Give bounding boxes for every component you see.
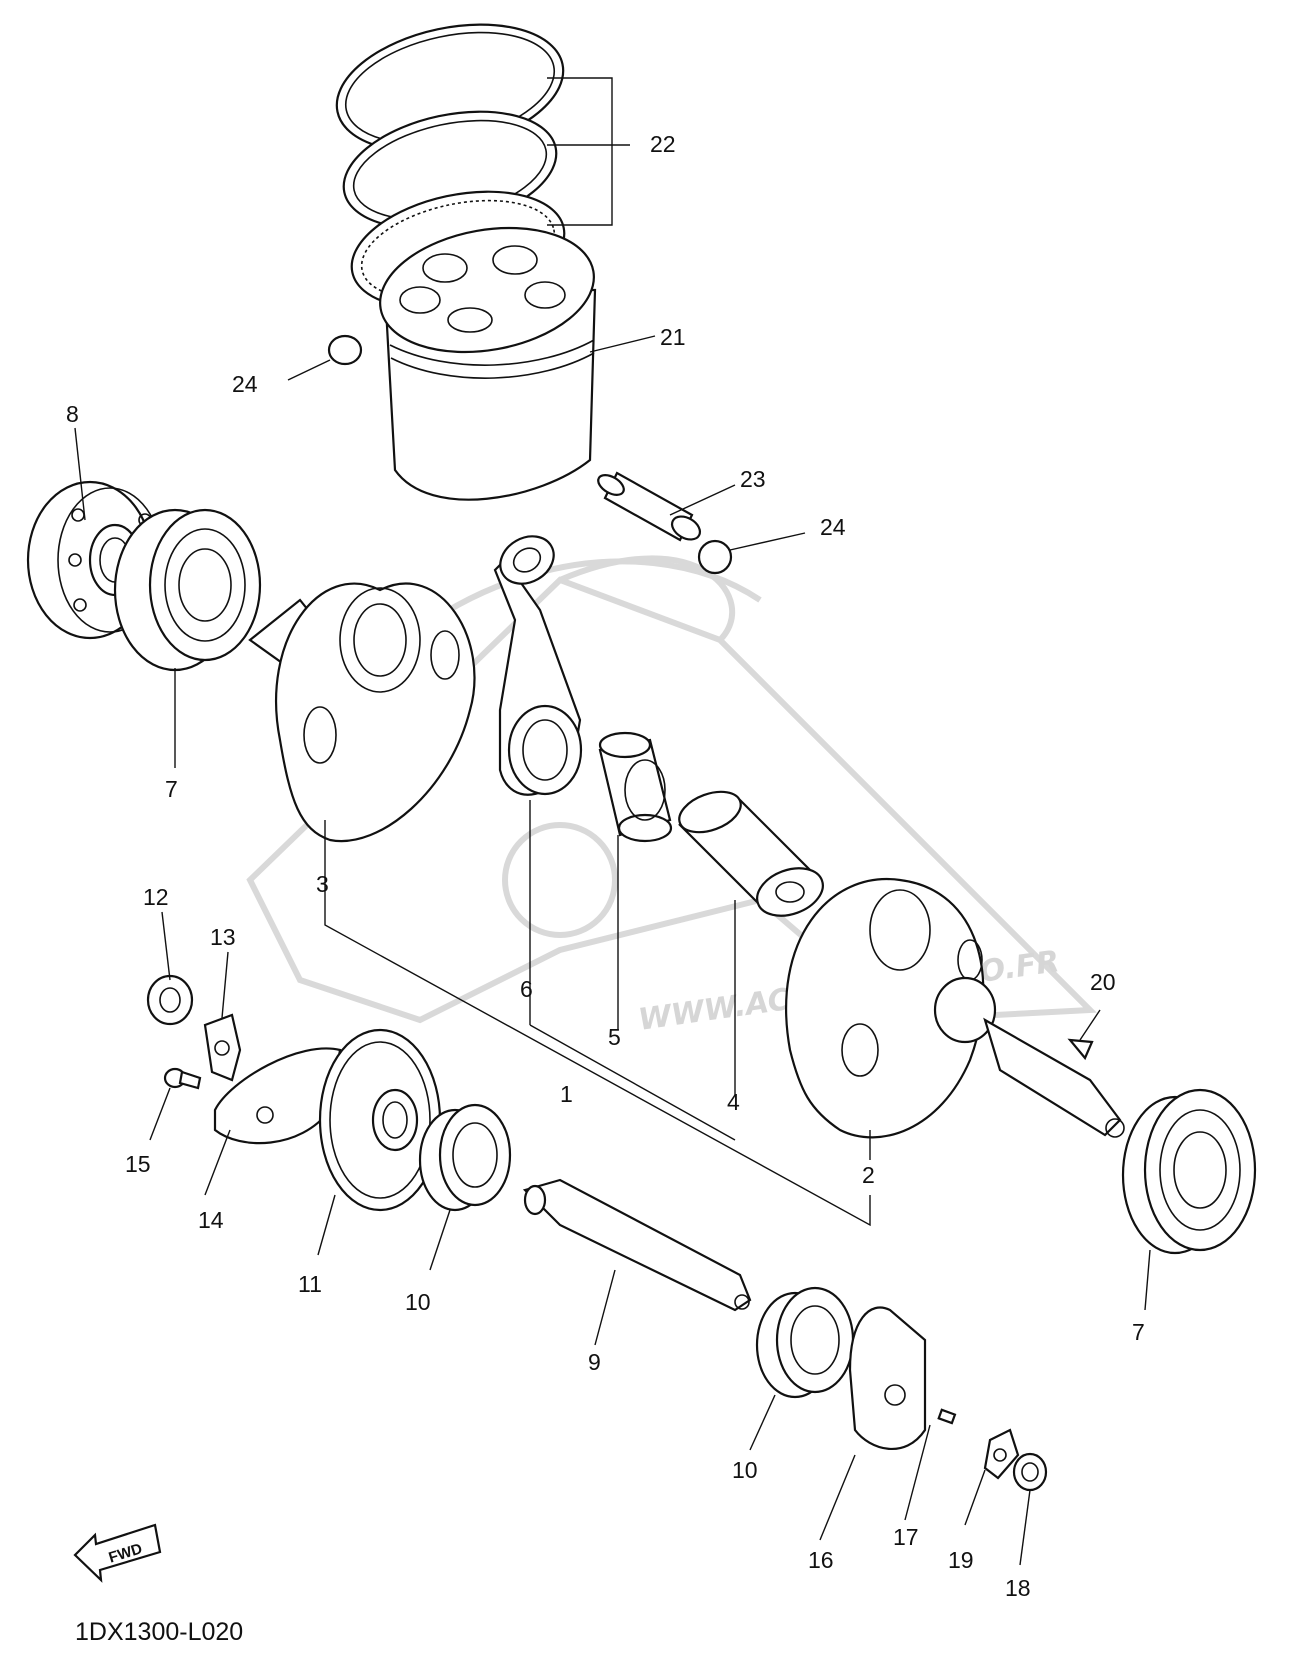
woodruff-key [1067, 1038, 1094, 1061]
callout-16: 16 [808, 1547, 834, 1573]
callout-10-lower: 10 [732, 1457, 758, 1483]
piston [379, 226, 597, 501]
circlip-lower [697, 539, 733, 575]
callout-10-upper: 10 [405, 1289, 431, 1315]
callout-23: 23 [740, 466, 766, 492]
diagram-code: 1DX1300-L020 [75, 1618, 243, 1646]
callout-13: 13 [210, 924, 236, 950]
balancer-bearing-upper [418, 1103, 512, 1212]
balancer-shaft [522, 1178, 752, 1312]
leader-lines [74, 77, 1151, 1566]
bearing-right [1121, 1088, 1257, 1255]
crank-web-right [785, 877, 1125, 1139]
callout-6: 6 [520, 976, 533, 1002]
callout-19: 19 [948, 1547, 974, 1573]
callout-8: 8 [66, 401, 79, 427]
nut-upper [146, 974, 194, 1026]
callout-21: 21 [660, 324, 686, 350]
callout-5: 5 [608, 1024, 621, 1050]
callout-7-right: 7 [1132, 1319, 1145, 1345]
balancer-bearing-lower [755, 1286, 855, 1399]
callout-17: 17 [893, 1524, 919, 1550]
callout-11: 11 [298, 1271, 322, 1297]
bolt [163, 1067, 202, 1090]
nut-lower [1012, 1452, 1048, 1492]
needle-bearing [598, 731, 673, 843]
callout-20: 20 [1090, 969, 1116, 995]
callout-9: 9 [588, 1349, 601, 1375]
lock-washer-upper [203, 1013, 242, 1082]
balancer-key [937, 1408, 957, 1425]
callout-14: 14 [198, 1207, 224, 1233]
crank-pin [678, 790, 824, 917]
lock-washer-lower [983, 1428, 1020, 1480]
callout-labels: 22 21 24 23 24 8 7 3 6 5 1 4 2 20 7 12 1… [66, 131, 1145, 1601]
callout-24-lower: 24 [820, 514, 846, 540]
piston-pin [597, 471, 702, 542]
callout-2: 2 [862, 1162, 875, 1188]
callout-18: 18 [1005, 1575, 1031, 1601]
callout-1: 1 [560, 1081, 573, 1107]
callout-4: 4 [727, 1089, 740, 1115]
bearing-left [113, 508, 262, 672]
callout-22: 22 [650, 131, 676, 157]
callout-3: 3 [316, 871, 329, 897]
forward-direction-arrow: FWD [73, 1523, 162, 1583]
callout-15: 15 [125, 1151, 151, 1177]
crank-web-left [248, 582, 476, 843]
callout-12: 12 [143, 884, 169, 910]
callout-24-upper: 24 [232, 371, 258, 397]
circlip-upper [327, 334, 363, 366]
callout-7-left: 7 [165, 776, 178, 802]
connecting-rod [493, 535, 583, 796]
balancer-gear [318, 1028, 442, 1212]
balancer-weight-right [848, 1306, 927, 1450]
